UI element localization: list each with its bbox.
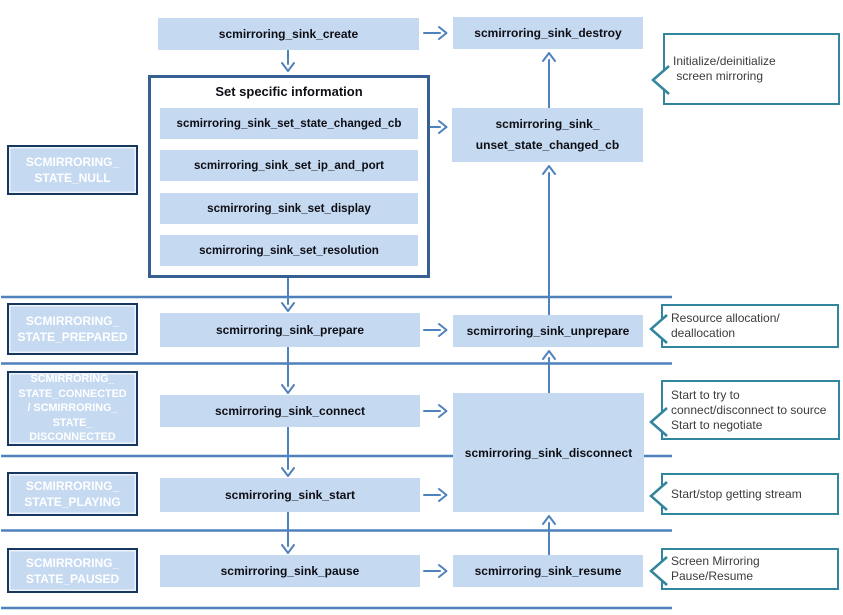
node-resume: scmirroring_sink_resume — [453, 555, 643, 587]
node-disconnect: scmirroring_sink_disconnect — [453, 393, 644, 512]
right-flow-arrows — [423, 26, 448, 578]
callout-pause-resume: Screen Mirroring Pause/Resume — [649, 548, 839, 590]
arrowhead-down-icon — [281, 384, 295, 394]
node-set-state-changed-cb: scmirroring_sink_set_state_changed_cb — [160, 108, 418, 139]
arrowhead-right-icon — [438, 323, 448, 337]
node-unprepare: scmirroring_sink_unprepare — [453, 315, 643, 347]
callout-pointer-icon — [651, 65, 670, 95]
callout-text: Initialize/deinitialize screen mirroring — [673, 54, 776, 83]
callout-resource: Resource allocation/ deallocation — [649, 304, 839, 348]
callout-text: Resource allocation/ deallocation — [671, 311, 780, 340]
callout-text: Start/stop getting stream — [671, 486, 802, 501]
node-destroy: scmirroring_sink_destroy — [453, 17, 643, 49]
up-flow-arrows — [542, 52, 556, 556]
arrowhead-up-icon — [542, 165, 556, 175]
arrowhead-up-icon — [542, 515, 556, 525]
state-label-prepared: SCMIRRORING_ STATE_PREPARED — [7, 303, 138, 355]
node-set-ip-and-port: scmirroring_sink_set_ip_and_port — [160, 150, 418, 181]
callout-text: Start to try to connect/disconnect to so… — [671, 387, 827, 432]
arrowhead-right-icon — [438, 26, 448, 40]
arrowhead-up-icon — [542, 350, 556, 360]
state-label-connected-disconnected: SCMIRRORING_ STATE_CONNECTED / SCMIRRORI… — [7, 371, 138, 446]
callout-connect-negotiate: Start to try to connect/disconnect to so… — [649, 380, 840, 440]
node-prepare: scmirroring_sink_prepare — [160, 313, 420, 347]
state-label-paused: SCMIRRORING_ STATE_PAUSED — [7, 548, 138, 593]
callout-pointer-icon — [649, 481, 668, 511]
callout-text: Screen Mirroring Pause/Resume — [671, 554, 760, 583]
arrowhead-right-icon — [438, 488, 448, 502]
arrowhead-down-icon — [281, 62, 295, 72]
node-connect: scmirroring_sink_connect — [160, 395, 420, 427]
node-create: scmirroring_sink_create — [158, 18, 419, 50]
callout-stream: Start/stop getting stream — [649, 473, 839, 515]
callout-pointer-icon — [649, 314, 668, 344]
callout-pointer-icon — [649, 556, 668, 586]
node-set-display: scmirroring_sink_set_display — [160, 193, 418, 224]
arrowhead-up-icon — [542, 52, 556, 62]
callout-pointer-icon — [649, 407, 668, 437]
node-set-resolution: scmirroring_sink_set_resolution — [160, 235, 418, 266]
node-unset-state-changed-cb: scmirroring_sink_ unset_state_changed_cb — [452, 108, 643, 162]
state-separator-lines — [1, 295, 672, 610]
down-flow-arrows — [281, 49, 295, 554]
arrowhead-down-icon — [281, 544, 295, 554]
arrowhead-right-icon — [438, 564, 448, 578]
group-title: Set specific information — [215, 84, 363, 99]
set-specific-information-group: Set specific information scmirroring_sin… — [148, 75, 430, 278]
arrowhead-right-icon — [438, 404, 448, 418]
state-label-null: SCMIRRORING_ STATE_NULL — [7, 145, 138, 195]
arrowhead-down-icon — [281, 467, 295, 477]
callout-init-deinit: Initialize/deinitialize screen mirroring — [651, 33, 840, 105]
node-start: scmirroring_sink_start — [160, 478, 420, 512]
state-label-playing: SCMIRRORING_ STATE_PLAYING — [7, 472, 138, 516]
node-pause: scmirroring_sink_pause — [160, 555, 420, 587]
arrowhead-down-icon — [281, 302, 295, 312]
arrowhead-right-icon — [438, 120, 448, 134]
